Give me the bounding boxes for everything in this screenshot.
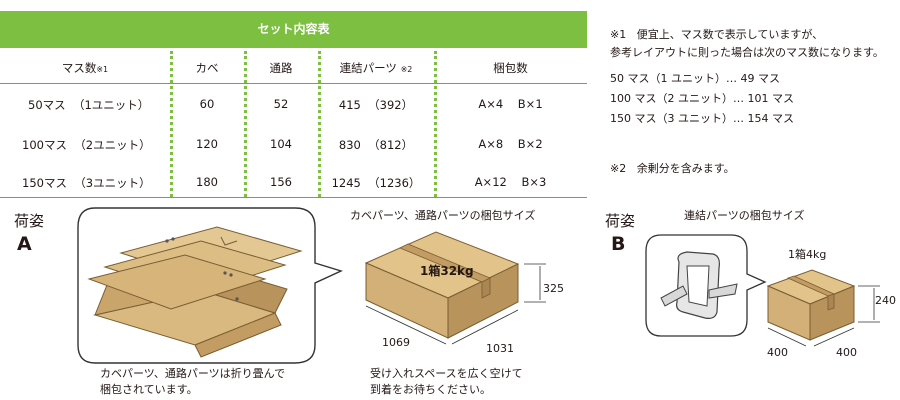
row-konpo: A×12 B×3 (434, 175, 587, 189)
row-parts: 830 （812） (318, 137, 434, 153)
space-note-line2: 到着をお待ちください。 (370, 383, 491, 396)
connector-part-illustration (645, 234, 767, 337)
row-masu: 50マス （1ユニット） (28, 97, 149, 113)
note2: ※2 余剰分を含みます。 (610, 162, 735, 176)
package-b-width: 400 (836, 346, 857, 359)
row-konpo-b: B×3 (521, 175, 547, 189)
package-b-height: 240 (875, 294, 896, 307)
note1-line1: ※1 便宜上、マス数で表示していますが、 (610, 28, 823, 42)
row-parts: 415 （392） (318, 97, 434, 113)
row-tsuro: 52 (273, 97, 289, 111)
package-a-box-caption: カベパーツ、通路パーツの梱包サイズ (350, 209, 536, 222)
row-masu: 100マス （2ユニット） (22, 137, 151, 153)
package-a-letter: A (17, 233, 32, 255)
package-a-height: 325 (543, 282, 564, 295)
row-kabe: 60 (199, 97, 215, 111)
folded-parts-illustration (77, 207, 343, 364)
package-b-box-caption: 連結パーツの梱包サイズ (684, 209, 805, 222)
row-konpo: A×8 B×2 (434, 137, 587, 151)
row-parts-net: （1236） (368, 176, 421, 190)
package-a-weight: 1箱32kg (420, 264, 474, 278)
row-masu-unit: （3ユニット） (74, 176, 151, 190)
row-parts-count: 830 (338, 138, 361, 152)
row-parts-count: 415 (338, 98, 361, 112)
fold-note-line2: 梱包されています。 (100, 383, 198, 396)
header-kabe: カベ (195, 61, 219, 75)
table-title: セット内容表 (0, 11, 587, 48)
header-divider (0, 83, 587, 84)
row-parts-count: 1245 (331, 176, 361, 190)
table-bottom-line (0, 197, 587, 198)
layout-line: 100 マス（2 ユニット）… 101 マス (610, 92, 794, 105)
row-masu-unit: （2ユニット） (74, 138, 151, 152)
package-b-depth: 400 (767, 346, 788, 359)
header-tsuro: 通路 (269, 61, 293, 75)
row-masu-count: 100マス (22, 138, 67, 152)
header-parts-label: 連結パーツ (339, 61, 397, 75)
column-divider (318, 51, 321, 197)
header-konpo: 梱包数 (493, 61, 528, 75)
header-masu-label: マス数 (61, 61, 97, 75)
layout-line: 150 マス（3 ユニット）… 154 マス (610, 112, 794, 125)
column-divider (244, 51, 247, 197)
row-konpo-b: B×2 (517, 137, 543, 151)
header-masu-note: ※1 (96, 65, 109, 74)
package-b-letter: B (611, 233, 626, 255)
package-b-box-icon (766, 269, 880, 347)
row-parts: 1245 （1236） (318, 175, 434, 191)
row-konpo: A×4 B×1 (434, 97, 587, 111)
row-masu-count: 150マス (22, 176, 67, 190)
column-divider (170, 51, 173, 197)
header-parts-note: ※2 (400, 65, 413, 74)
package-b-weight: 1箱4kg (788, 248, 827, 261)
row-konpo-a: A×12 (474, 175, 507, 189)
row-kabe: 120 (196, 137, 218, 151)
row-masu-count: 50マス (28, 98, 66, 112)
row-tsuro: 104 (270, 137, 292, 151)
package-a-box-icon (364, 231, 546, 345)
package-a-label: 荷姿 (14, 212, 45, 230)
row-parts-net: （812） (368, 138, 414, 152)
row-konpo-b: B×1 (517, 97, 543, 111)
note2-mark: ※2 (610, 162, 627, 175)
package-b-label: 荷姿 (605, 212, 636, 230)
row-konpo-a: A×4 (478, 97, 504, 111)
header-parts: 連結パーツ ※2 (318, 60, 434, 76)
header-masu: マス数※1 (0, 60, 170, 76)
space-note-line1: 受け入れスペースを広く空けて (370, 367, 523, 380)
fold-note-line1: カベパーツ、通路パーツは折り畳んで (100, 367, 286, 380)
row-masu: 150マス （3ユニット） (22, 175, 151, 191)
package-a-depth: 1069 (382, 336, 410, 349)
column-divider (434, 51, 437, 197)
row-tsuro: 156 (270, 175, 292, 189)
row-kabe: 180 (196, 175, 218, 189)
note1-mark: ※1 (610, 28, 627, 41)
row-konpo-a: A×8 (478, 137, 504, 151)
note1-text: 便宜上、マス数で表示していますが、 (636, 28, 824, 41)
note2-text: 余剰分を含みます。 (636, 162, 735, 175)
note1-line2: 参考レイアウトに則った場合は次のマス数になります。 (610, 46, 884, 59)
row-parts-net: （392） (368, 98, 414, 112)
row-masu-unit: （1ユニット） (72, 98, 150, 112)
package-a-width: 1031 (486, 342, 514, 355)
layout-line: 50 マス（1 ユニット）… 49 マス (610, 72, 780, 85)
